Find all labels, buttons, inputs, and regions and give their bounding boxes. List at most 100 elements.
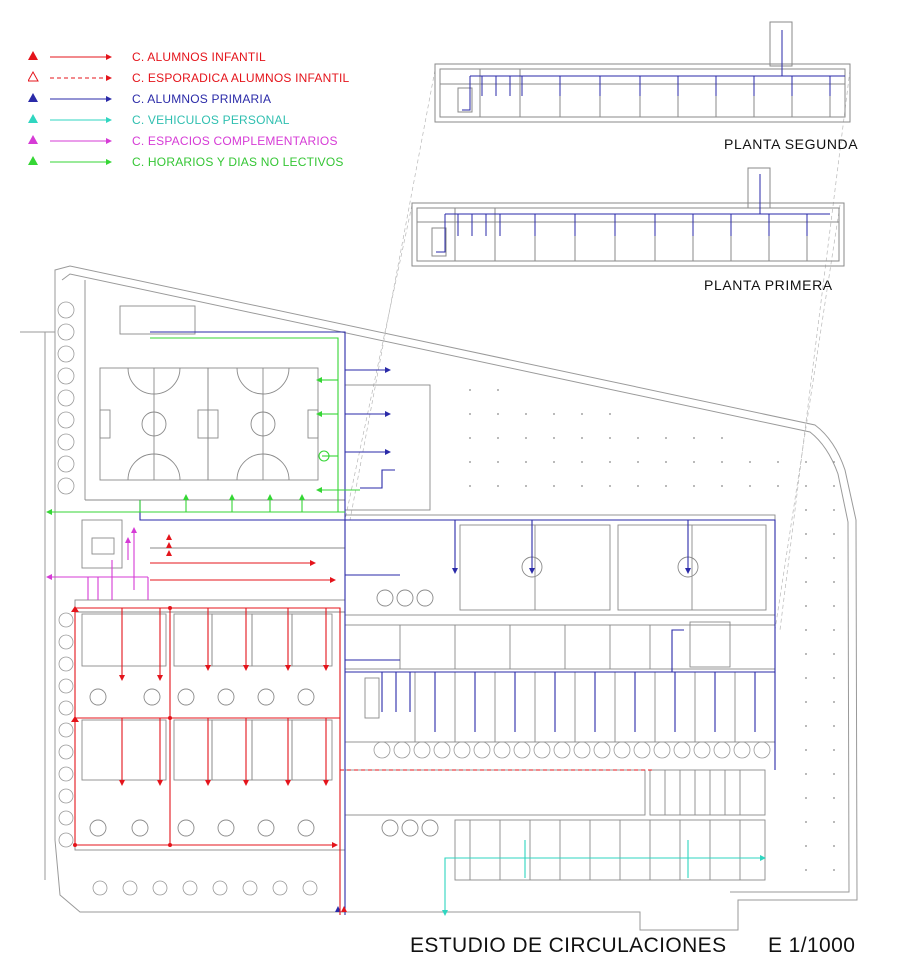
ground-dot [777,461,779,463]
ground-dot [721,461,723,463]
legend-label: C. ESPORADICA ALUMNOS INFANTIL [132,71,350,85]
ground-dot [581,437,583,439]
ground-dot [637,437,639,439]
ground-dot [833,797,835,799]
ground-dot [805,509,807,511]
ground-dot [609,485,611,487]
ground-dot [805,821,807,823]
ground-dot [581,461,583,463]
ground-dot [805,533,807,535]
ground-dot [805,653,807,655]
ground-dot [805,701,807,703]
legend-item-horarios-no-lectivos: C. HORARIOS Y DIAS NO LECTIVOS [28,153,368,174]
ground-dot [805,557,807,559]
route-complementarios [52,530,149,600]
ground-dot [833,869,835,871]
ground-dot [497,389,499,391]
ground-dot [833,533,835,535]
ground-dot [609,461,611,463]
route-vehiculos-arrows [442,855,766,916]
floor-label-second: PLANTA SEGUNDA [724,136,859,152]
triangle-arrow-icon [28,135,112,144]
ground-dot [833,485,835,487]
floor-label-first: PLANTA PRIMERA [704,277,833,293]
ground-dot [553,485,555,487]
legend-label: C. VEHICULOS PERSONAL [132,113,290,127]
ground-dot [553,461,555,463]
route-vehiculos [444,840,760,910]
ground-dot [805,725,807,727]
ground-dot [525,485,527,487]
triangle-arrow-icon [28,93,112,102]
ground-dot [637,485,639,487]
ground-dot [609,413,611,415]
ground-dot [805,869,807,871]
ground-dot [525,437,527,439]
ground-dot [693,437,695,439]
tree-row-west [57,301,75,848]
ground-dot [469,413,471,415]
primaria-block [344,384,776,881]
route-no-lectivos-arrows [46,377,322,515]
ground-dot [805,461,807,463]
ground-dot [833,557,835,559]
ground-dot [525,413,527,415]
legend-item-esporadica-infantil: C. ESPORADICA ALUMNOS INFANTIL [28,69,368,90]
legend-label: C. HORARIOS Y DIAS NO LECTIVOS [132,155,344,169]
ground-dot [833,701,835,703]
route-primaria-arrows [335,367,691,912]
ground-dot [833,461,835,463]
ground-dot [833,773,835,775]
ground-dot [833,677,835,679]
ground-dot [833,749,835,751]
route-infantil [74,562,341,915]
triangle-arrow-icon [28,114,112,123]
ground-dot [833,581,835,583]
ground-dot [777,485,779,487]
ground-dot [637,461,639,463]
route-complementarios-arrows [46,527,137,580]
ground-dot [469,389,471,391]
ground-dot [469,485,471,487]
ground-dot [805,845,807,847]
ground-dot [805,797,807,799]
legend-label: C. ALUMNOS INFANTIL [132,50,266,64]
route-primaria [139,331,776,915]
ground-dot [749,485,751,487]
ground-dot [497,461,499,463]
ground-dot [497,413,499,415]
ground-dot [833,509,835,511]
ground-dot [833,653,835,655]
legend-item-alumnos-primaria: C. ALUMNOS PRIMARIA [28,90,368,111]
hollow-triangle-dashed-arrow-icon [28,70,112,82]
ground-dot [665,485,667,487]
dotted-field [469,389,835,871]
legend-label: C. ALUMNOS PRIMARIA [132,92,272,106]
ground-dot [805,749,807,751]
ground-dot [553,413,555,415]
ground-dot [749,461,751,463]
ground-dot [833,725,835,727]
legend: C. ALUMNOS INFANTIL C. ESPORADICA ALUMNO… [28,48,368,174]
projection-lines [344,69,851,631]
ground-dot [805,773,807,775]
ground-dot [805,605,807,607]
ground-dot [805,677,807,679]
sports-courts-outdoor [84,280,345,501]
ground-dot [497,485,499,487]
ground-dot [805,629,807,631]
infantil-block [74,519,346,851]
ground-dot [833,629,835,631]
site-boundary [20,265,858,931]
drawing-scale: E 1/1000 [768,934,856,957]
legend-label: C. ESPACIOS COMPLEMENTARIOS [132,134,338,148]
ground-dot [693,461,695,463]
ground-dot [833,605,835,607]
ground-dot [581,485,583,487]
ground-dot [833,845,835,847]
legend-item-vehiculos-personal: C. VEHICULOS PERSONAL [28,111,368,132]
tree-row-primaria [92,741,771,896]
floor-second-routes [462,30,845,111]
route-no-lectivos [52,337,360,513]
ground-dot [665,437,667,439]
